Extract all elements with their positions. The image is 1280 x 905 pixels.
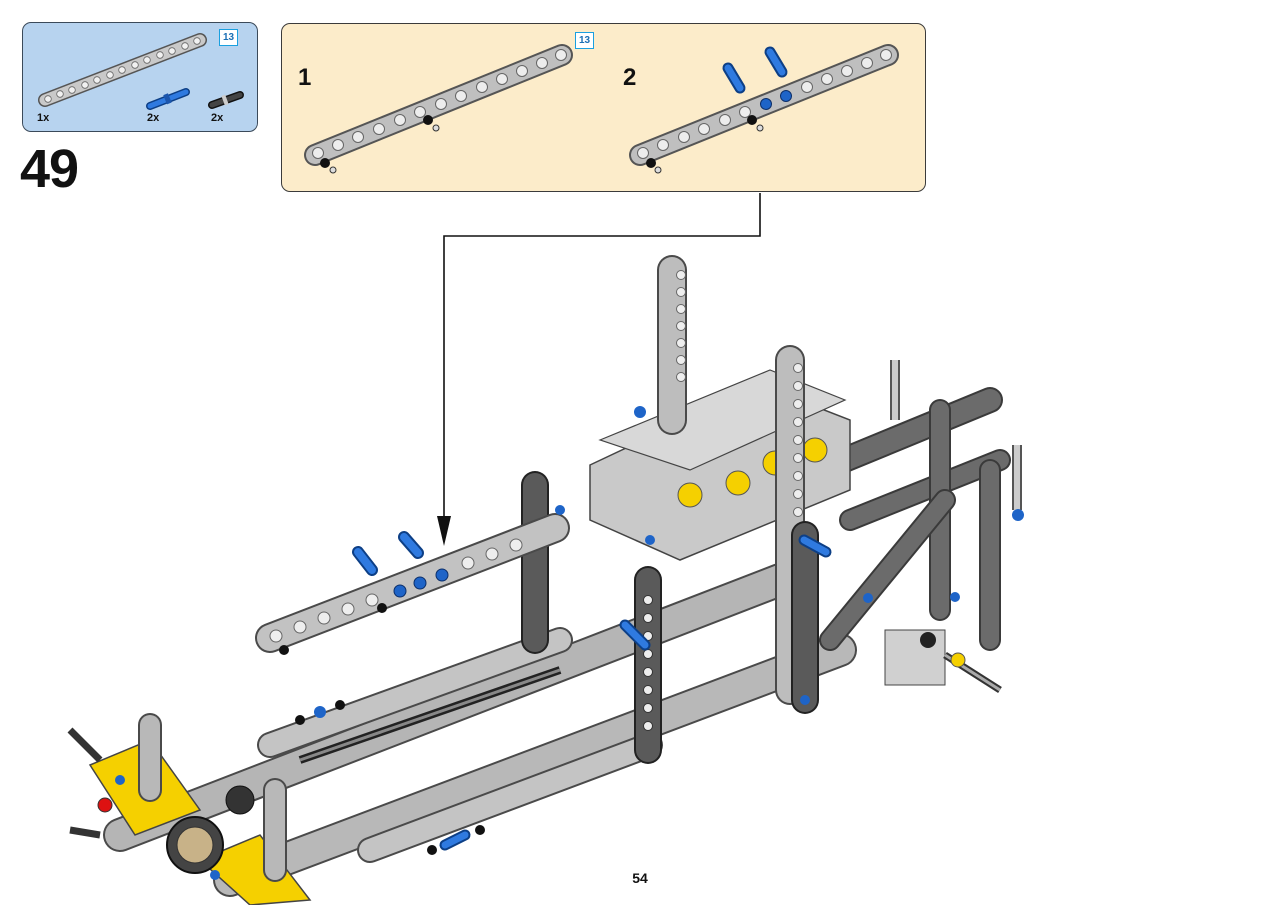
step-number: 49 [20, 139, 79, 199]
part-count-black-pin: 2x [211, 112, 224, 124]
part-black-pin-image [208, 91, 244, 109]
parts-list-box: 13 1x 2x 2x [22, 22, 258, 132]
sub-step-2-label: 2 [623, 64, 637, 91]
main-model [67, 255, 1024, 905]
part-count-blue-pin: 2x [147, 112, 160, 124]
placement-arrow [437, 193, 761, 546]
sub-assembly-callout: 13 1 2 [281, 23, 926, 192]
page-number: 54 [632, 870, 648, 886]
parts-badge: 13 [219, 29, 238, 46]
part-beam-image [38, 33, 207, 107]
sub-assembly-badge: 13 [575, 32, 594, 49]
part-blue-pin-image [146, 88, 190, 110]
part-count-beam: 1x [37, 112, 50, 124]
sub-step-1-beam [304, 44, 573, 174]
sub-step-1-label: 1 [298, 64, 312, 91]
sub-step-2-beam [629, 44, 899, 174]
